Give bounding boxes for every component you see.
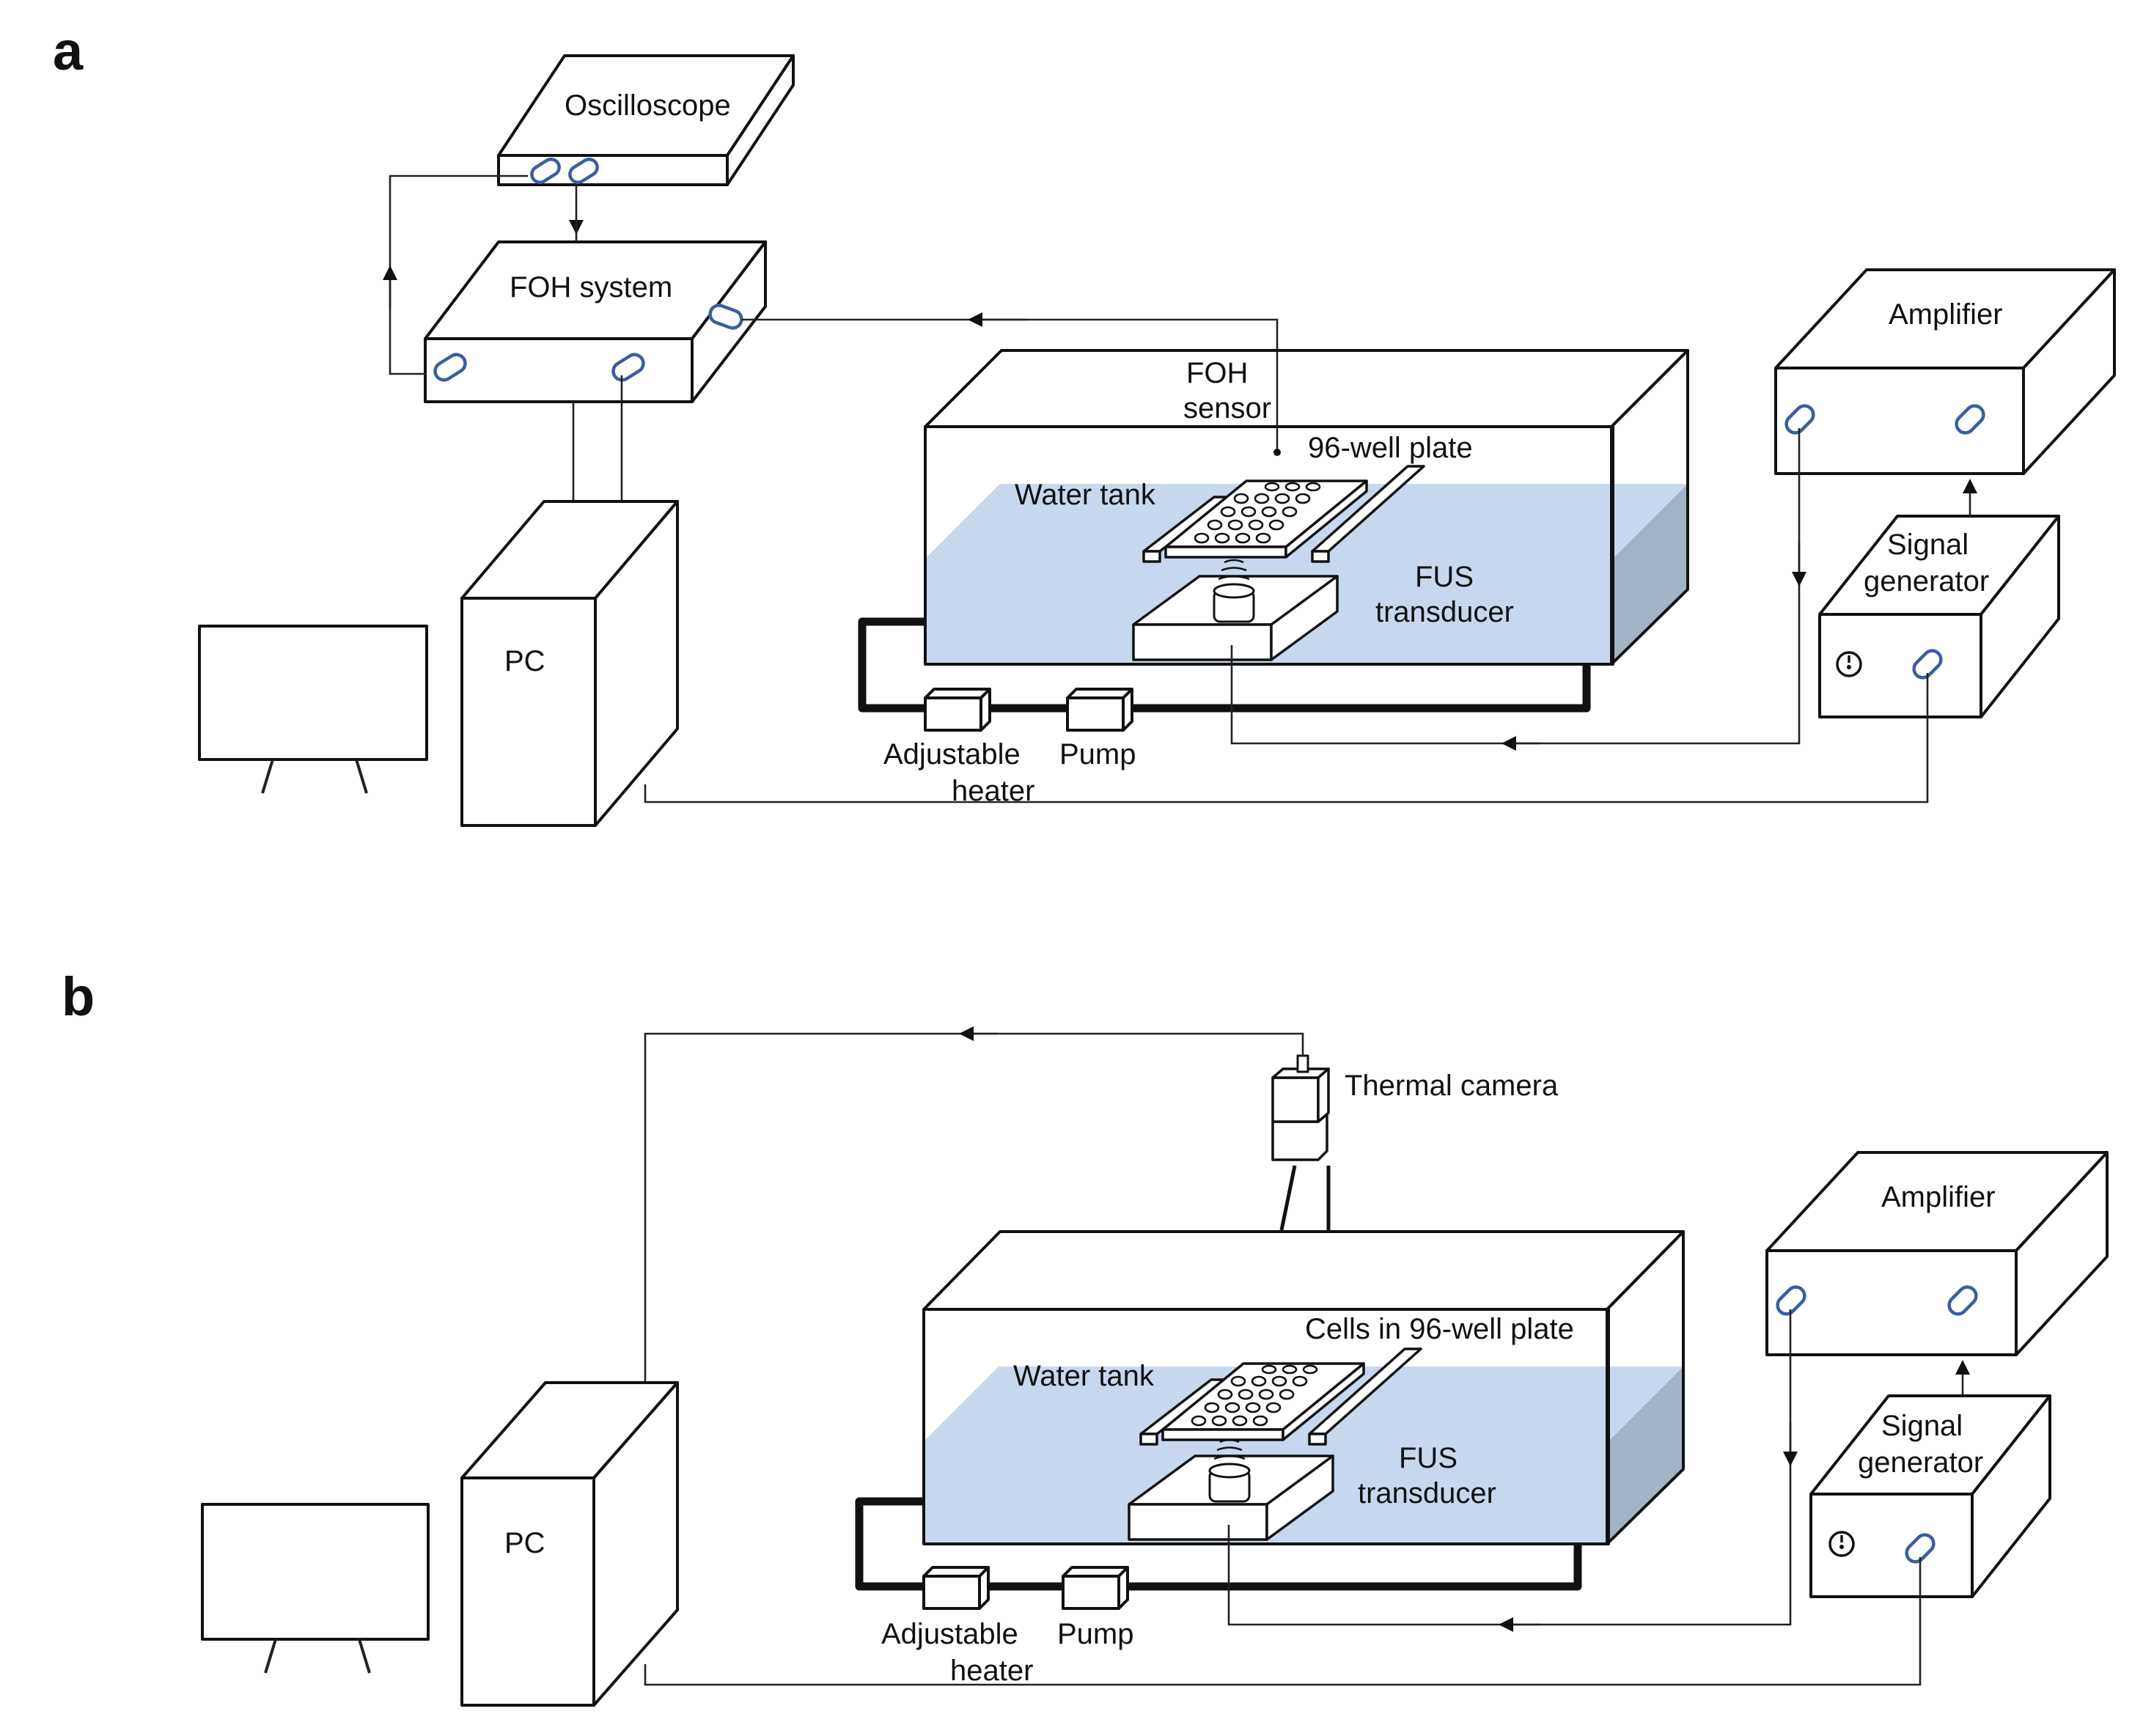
well-plate-label: 96-well plate	[1308, 432, 1473, 464]
heater	[922, 1566, 990, 1610]
panel-a: a Oscilloscope FOH system	[53, 21, 2116, 827]
oscilloscope: Oscilloscope	[497, 54, 795, 186]
signal-generator-connector-icon	[1912, 649, 1943, 680]
signal-generator-label-line1: Signal	[1881, 1410, 1963, 1442]
oscilloscope-label: Oscilloscope	[565, 89, 731, 122]
knob-icon	[1828, 1531, 1855, 1557]
water-tank-label: Water tank	[1015, 479, 1156, 511]
wells	[1191, 1364, 1318, 1427]
well-plate-label: Cells in 96-well plate	[1305, 1313, 1574, 1345]
fus-label-line1: FUS	[1415, 561, 1474, 593]
pc-label: PC	[504, 1527, 545, 1559]
signal-generator: Signal generator	[1818, 515, 2060, 718]
signal-generator-label-line1: Signal	[1887, 529, 1969, 561]
well-plate: Cells in 96-well plate	[1139, 1313, 1574, 1446]
panel-b-label: b	[62, 966, 95, 1027]
monitor	[201, 1503, 430, 1674]
oscilloscope-connector-icon	[568, 157, 599, 185]
heater-label-line1: Adjustable	[883, 738, 1021, 770]
amplifier-label: Amplifier	[1889, 298, 2003, 331]
foh-sensor-label-line1: FOH	[1186, 357, 1248, 389]
pump-label: Pump	[1057, 1618, 1134, 1650]
signal-generator-label-line2: generator	[1864, 565, 1989, 597]
fus-label-line1: FUS	[1399, 1442, 1458, 1474]
pc-label: PC	[504, 645, 545, 677]
amplifier: Amplifier	[1774, 268, 2116, 475]
knob-icon	[1836, 651, 1862, 677]
fus-transducer: FUS transducer	[1132, 559, 1514, 661]
fus-transducer: FUS transducer	[1128, 1438, 1496, 1541]
amplifier-connector-icon	[1784, 404, 1815, 435]
amplifier: Amplifier	[1765, 1151, 2109, 1356]
foh-system: FOH system	[424, 240, 767, 403]
pc: PC	[460, 1381, 679, 1707]
oscilloscope-connector-icon	[530, 157, 561, 185]
pc: PC	[460, 500, 679, 827]
foh-sensor-label-line2: sensor	[1183, 392, 1271, 424]
amplifier-connector-icon	[1776, 1285, 1806, 1316]
pump	[1066, 688, 1133, 732]
wells	[1194, 482, 1321, 544]
heater	[924, 688, 991, 732]
thermal-camera-label: Thermal camera	[1345, 1070, 1559, 1102]
amplifier-connector-icon	[1947, 1285, 1978, 1316]
heater-label-line1: Adjustable	[881, 1618, 1018, 1650]
foh-system-label: FOH system	[510, 271, 672, 304]
panel-b: b Thermal camera PC	[62, 966, 2109, 1707]
heater-label-line2: heater	[950, 1655, 1033, 1687]
amplifier-label: Amplifier	[1881, 1181, 1996, 1213]
signal-generator-label-line2: generator	[1858, 1446, 1983, 1479]
signal-generator: Signal generator	[1809, 1394, 2051, 1598]
foh-connector-icon	[433, 353, 467, 382]
signal-generator-connector-icon	[1905, 1533, 1936, 1564]
pump	[1062, 1566, 1129, 1610]
fus-label-line2: transducer	[1375, 596, 1514, 628]
foh-connector-icon	[611, 353, 645, 382]
well-plate: 96-well plate	[1142, 432, 1473, 563]
monitor	[198, 625, 428, 794]
thermal-camera: Thermal camera	[1271, 1054, 1559, 1231]
amplifier-connector-icon	[1955, 404, 1985, 435]
foh-connector-icon	[708, 304, 743, 330]
water-tank-label: Water tank	[1013, 1360, 1155, 1392]
panel-a-label: a	[53, 21, 84, 81]
fus-label-line2: transducer	[1358, 1477, 1496, 1509]
pump-label: Pump	[1059, 738, 1136, 770]
